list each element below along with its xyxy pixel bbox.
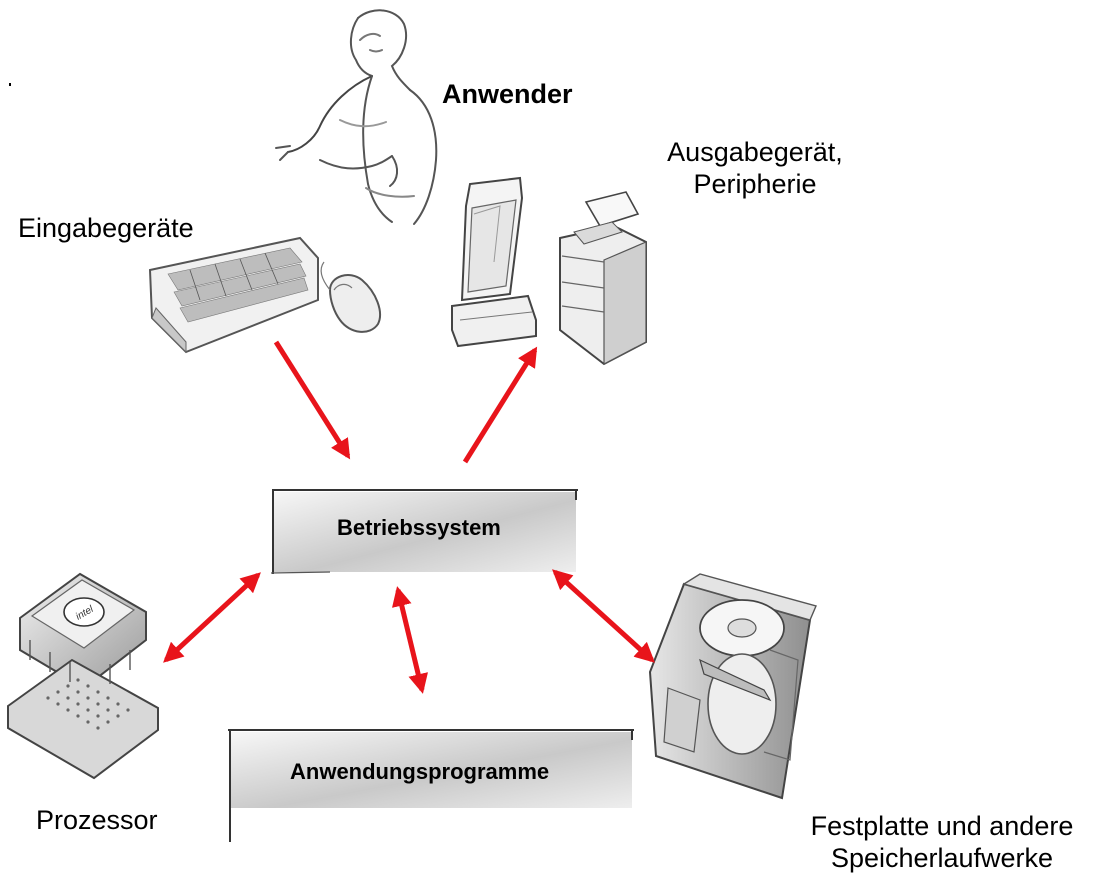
arrows: [163, 340, 655, 694]
label-apps: Anwendungsprogramme: [290, 759, 550, 784]
label-os: Betriebssystem: [337, 515, 501, 540]
label-storage: Festplatte und andere Speicherlaufwerke: [782, 810, 1102, 874]
arrow-os-apps: [392, 586, 428, 694]
label-storage-line2: Speicherlaufwerke: [830, 843, 1054, 873]
arrow-os-storage: [552, 569, 655, 663]
hard-drive-icon: [648, 573, 817, 800]
label-output-line1: Ausgabegerät,: [667, 137, 843, 167]
label-cpu: Prozessor: [36, 805, 158, 835]
processor-chip-icon: intel: [7, 572, 159, 780]
label-output-line2: Peripherie: [693, 169, 817, 199]
stray-dot: [9, 83, 11, 86]
label-storage-line1: Festplatte und andere: [810, 811, 1074, 841]
arrow-os-cpu: [163, 572, 261, 663]
monitor-printer-icon: [451, 176, 647, 366]
label-output: Ausgabegerät, Peripherie: [646, 136, 864, 200]
os-box: [270, 489, 578, 574]
user-sketch-icon: [275, 9, 438, 225]
apps-box: [228, 729, 634, 842]
label-user: Anwender: [442, 79, 573, 109]
label-input: Eingabegeräte: [18, 213, 194, 243]
arrow-os-to-output: [462, 346, 538, 464]
keyboard-mouse-icon: [148, 236, 381, 354]
arrow-input-to-os: [273, 340, 351, 460]
